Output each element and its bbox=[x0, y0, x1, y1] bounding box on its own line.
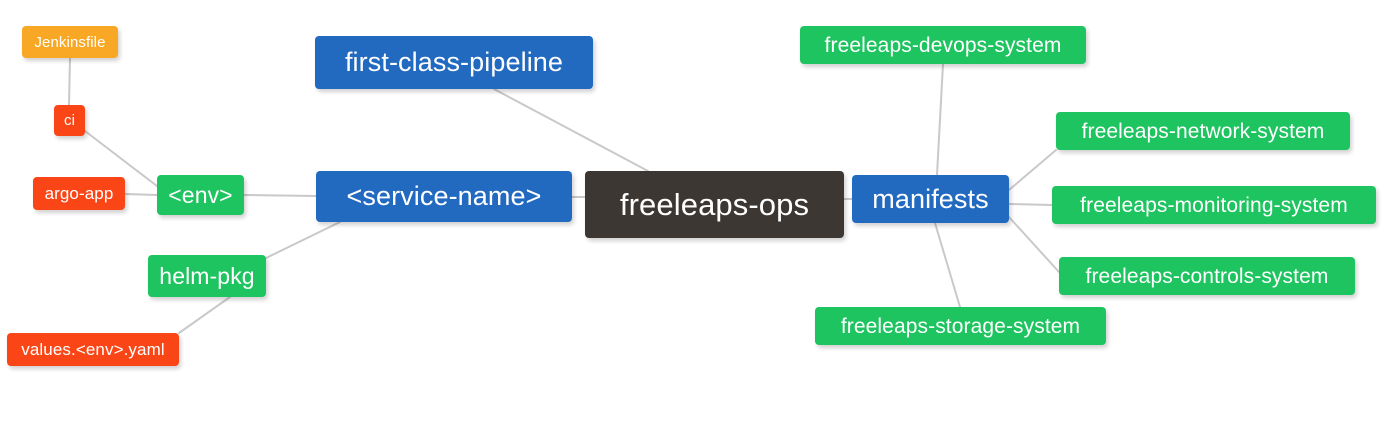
node-label-freeleaps-ops: freeleaps-ops bbox=[619, 187, 810, 222]
node-env[interactable]: <env> bbox=[157, 175, 244, 215]
edge-manifests-to-freeleaps-storage-system bbox=[934, 222, 961, 308]
node-jenkinsfile[interactable]: Jenkinsfile bbox=[22, 26, 118, 58]
node-label-first-class-pipeline: first-class-pipeline bbox=[344, 47, 564, 77]
node-label-freeleaps-network-system: freeleaps-network-system bbox=[1081, 119, 1325, 143]
edge-jenkinsfile-to-ci bbox=[68, 57, 71, 106]
node-label-env: <env> bbox=[168, 181, 233, 208]
node-label-helm-pkg: helm-pkg bbox=[159, 262, 255, 289]
edge-values-yaml-to-helm-pkg bbox=[178, 296, 231, 334]
node-label-service-name: <service-name> bbox=[346, 181, 542, 211]
node-freeleaps-storage-system[interactable]: freeleaps-storage-system bbox=[815, 307, 1106, 345]
edge-manifests-to-freeleaps-monitoring-system bbox=[1008, 203, 1053, 206]
node-first-class-pipeline[interactable]: first-class-pipeline bbox=[315, 36, 593, 89]
node-values-yaml[interactable]: values.<env>.yaml bbox=[7, 333, 179, 366]
node-manifests[interactable]: manifests bbox=[852, 175, 1009, 223]
edge-argo-app-to-env bbox=[124, 193, 158, 196]
node-freeleaps-ops[interactable]: freeleaps-ops bbox=[585, 171, 844, 238]
node-freeleaps-monitoring-system[interactable]: freeleaps-monitoring-system bbox=[1052, 186, 1376, 224]
node-argo-app[interactable]: argo-app bbox=[33, 177, 125, 210]
node-label-ci: ci bbox=[63, 112, 76, 129]
node-label-freeleaps-controls-system: freeleaps-controls-system bbox=[1085, 264, 1329, 288]
node-helm-pkg[interactable]: helm-pkg bbox=[148, 255, 266, 297]
node-label-values-yaml: values.<env>.yaml bbox=[21, 340, 165, 359]
node-label-argo-app: argo-app bbox=[44, 184, 114, 203]
edge-env-to-service-name bbox=[243, 194, 317, 197]
edge-first-class-pipeline-to-freeleaps-ops bbox=[493, 88, 649, 172]
edge-manifests-to-freeleaps-controls-system bbox=[1008, 216, 1060, 273]
node-freeleaps-network-system[interactable]: freeleaps-network-system bbox=[1056, 112, 1350, 150]
edge-manifests-to-freeleaps-devops-system bbox=[936, 63, 944, 176]
node-freeleaps-controls-system[interactable]: freeleaps-controls-system bbox=[1059, 257, 1355, 295]
node-label-freeleaps-storage-system: freeleaps-storage-system bbox=[840, 314, 1081, 338]
node-freeleaps-devops-system[interactable]: freeleaps-devops-system bbox=[800, 26, 1086, 64]
edge-helm-pkg-to-service-name bbox=[265, 221, 341, 259]
node-label-manifests: manifests bbox=[872, 183, 989, 214]
node-service-name[interactable]: <service-name> bbox=[316, 171, 572, 222]
node-label-jenkinsfile: Jenkinsfile bbox=[34, 33, 106, 51]
node-ci[interactable]: ci bbox=[54, 105, 85, 136]
node-label-freeleaps-devops-system: freeleaps-devops-system bbox=[824, 33, 1062, 57]
node-label-freeleaps-monitoring-system: freeleaps-monitoring-system bbox=[1080, 193, 1348, 217]
edge-manifests-to-freeleaps-network-system bbox=[1008, 149, 1057, 191]
